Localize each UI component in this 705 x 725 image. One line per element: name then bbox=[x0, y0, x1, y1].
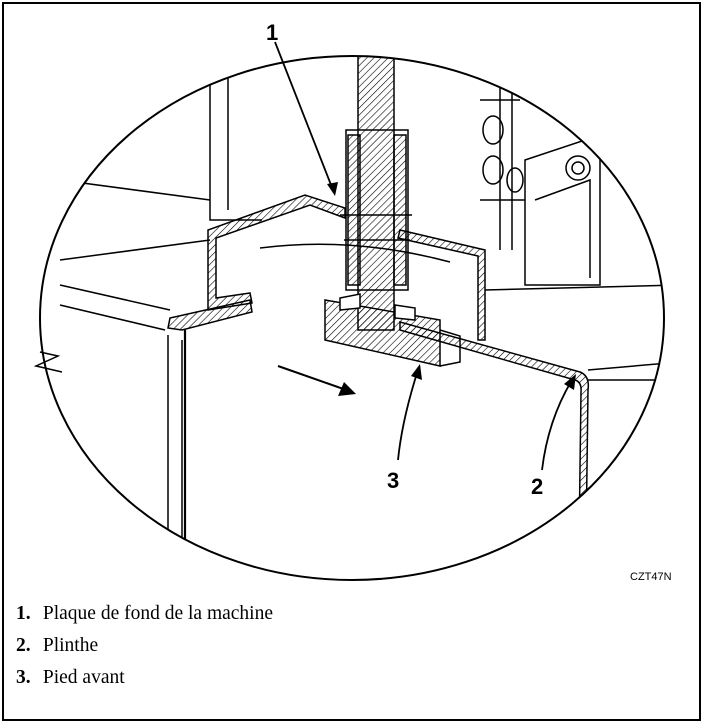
leader-line-2 bbox=[541, 379, 573, 471]
callout-3: 3 bbox=[387, 468, 399, 493]
callout-1: 1 bbox=[266, 20, 278, 45]
leader-line-1 bbox=[274, 41, 334, 191]
legend-number: 2. bbox=[16, 635, 31, 656]
legend-text: Pied avant bbox=[42, 667, 125, 688]
legend-item: 3. Pied avant bbox=[16, 662, 676, 694]
figure-id: CZT47N bbox=[630, 571, 672, 583]
direction-arrow bbox=[277, 365, 356, 396]
machine-foot-diagram: 1 2 3 CZT47N bbox=[33, 20, 672, 583]
leader-line-3 bbox=[397, 369, 419, 461]
legend-number: 3. bbox=[16, 667, 31, 688]
legend-item: 1. Plaque de fond de la machine bbox=[16, 598, 676, 630]
base-plate-section bbox=[207, 194, 346, 311]
back-panel bbox=[209, 60, 262, 221]
legend-text: Plaque de fond de la machine bbox=[42, 603, 273, 624]
legend-text: Plinthe bbox=[42, 635, 99, 656]
callout-2: 2 bbox=[531, 474, 543, 499]
detail-circle bbox=[39, 55, 665, 581]
foot-stem bbox=[357, 56, 395, 331]
parts-legend: 1. Plaque de fond de la machine 2. Plint… bbox=[16, 598, 676, 694]
legend-item: 2. Plinthe bbox=[16, 630, 676, 662]
break-line bbox=[33, 351, 63, 373]
bolt-head bbox=[565, 155, 591, 181]
legend-number: 1. bbox=[16, 603, 31, 624]
